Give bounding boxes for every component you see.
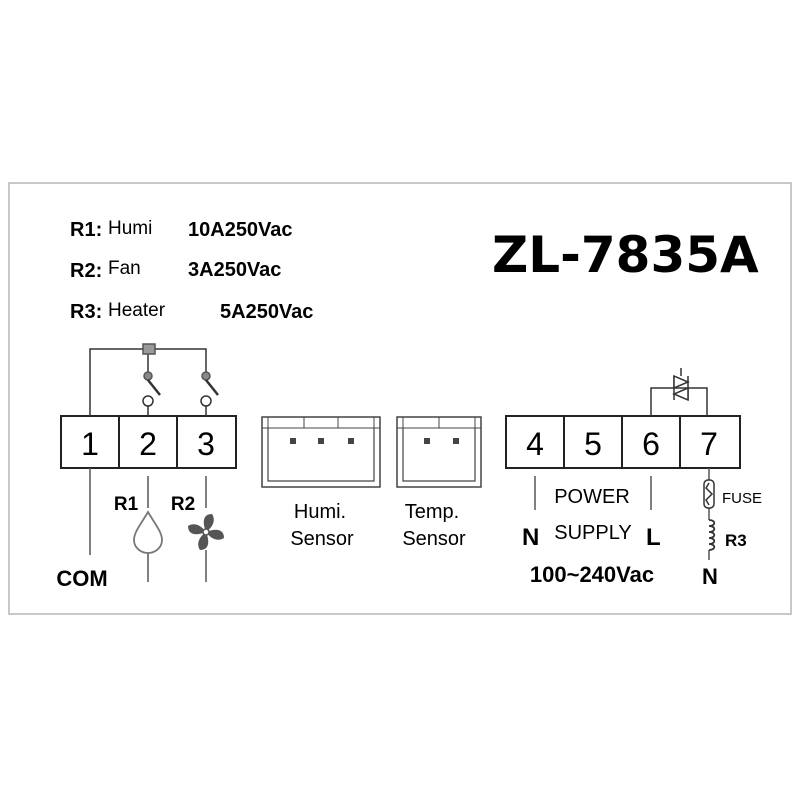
- rating-r1-spec: 10A250Vac: [188, 219, 293, 241]
- model-title: ZL-7835A: [492, 226, 759, 284]
- common-junction: [142, 343, 156, 355]
- fuse-icon: [703, 479, 715, 509]
- ratings-table: R1: Humi 10A250Vac R2: Fan 3A250Vac R3: …: [70, 218, 313, 323]
- terminal-2: 2: [139, 426, 157, 462]
- rating-r3-name: Heater: [108, 300, 166, 321]
- terminal-7: 7: [700, 426, 718, 462]
- temp-sensor-connector: [396, 416, 482, 488]
- rating-r3-relay: R3:: [70, 301, 102, 323]
- relay-contacts: [89, 343, 219, 416]
- power-label-line2: SUPPLY: [554, 522, 631, 544]
- relay-r1-switch: [147, 379, 161, 396]
- r1-label: R1: [114, 494, 139, 515]
- power-supply-wires: [534, 468, 710, 560]
- rating-r2-name: Fan: [108, 258, 141, 279]
- rating-r1-relay: R1:: [70, 219, 102, 241]
- r2-label: R2: [171, 494, 195, 515]
- rating-r2-spec: 3A250Vac: [188, 259, 281, 281]
- live-label: L: [646, 524, 661, 551]
- humi-sensor-connector: [261, 416, 381, 488]
- heater-neutral-label: N: [702, 564, 718, 589]
- neutral-label: N: [522, 524, 539, 551]
- com-label: COM: [56, 566, 107, 591]
- power-label-line1: POWER: [554, 486, 630, 508]
- triac-icon: [650, 368, 708, 416]
- temp-sensor-label-line1: Temp.: [405, 501, 459, 523]
- right-terminal-block: 4 5 6 7: [505, 415, 741, 469]
- voltage-label: 100~240Vac: [530, 562, 654, 587]
- rating-r2-relay: R2:: [70, 260, 102, 282]
- water-drop-icon: [133, 510, 163, 554]
- temp-sensor-label-line2: Sensor: [402, 528, 466, 550]
- terminal-5: 5: [584, 426, 602, 462]
- r3-label: R3: [725, 531, 747, 550]
- relay-r2-switch: [205, 379, 219, 396]
- rating-r1-name: Humi: [108, 218, 152, 239]
- terminal-1: 1: [81, 426, 99, 462]
- rating-r3-spec: 5A250Vac: [220, 301, 313, 323]
- fuse-label: FUSE: [722, 490, 762, 507]
- fan-icon: [188, 514, 224, 550]
- terminal-4: 4: [526, 426, 544, 462]
- humi-sensor-label-line2: Sensor: [290, 528, 354, 550]
- humi-sensor-label-line1: Humi.: [294, 501, 346, 523]
- left-output-wires: [89, 468, 207, 582]
- terminal-6: 6: [642, 426, 660, 462]
- coil-icon: [708, 519, 716, 551]
- diagram-frame: [8, 182, 792, 615]
- left-terminal-block: 1 2 3: [60, 415, 237, 469]
- terminal-3: 3: [197, 426, 215, 462]
